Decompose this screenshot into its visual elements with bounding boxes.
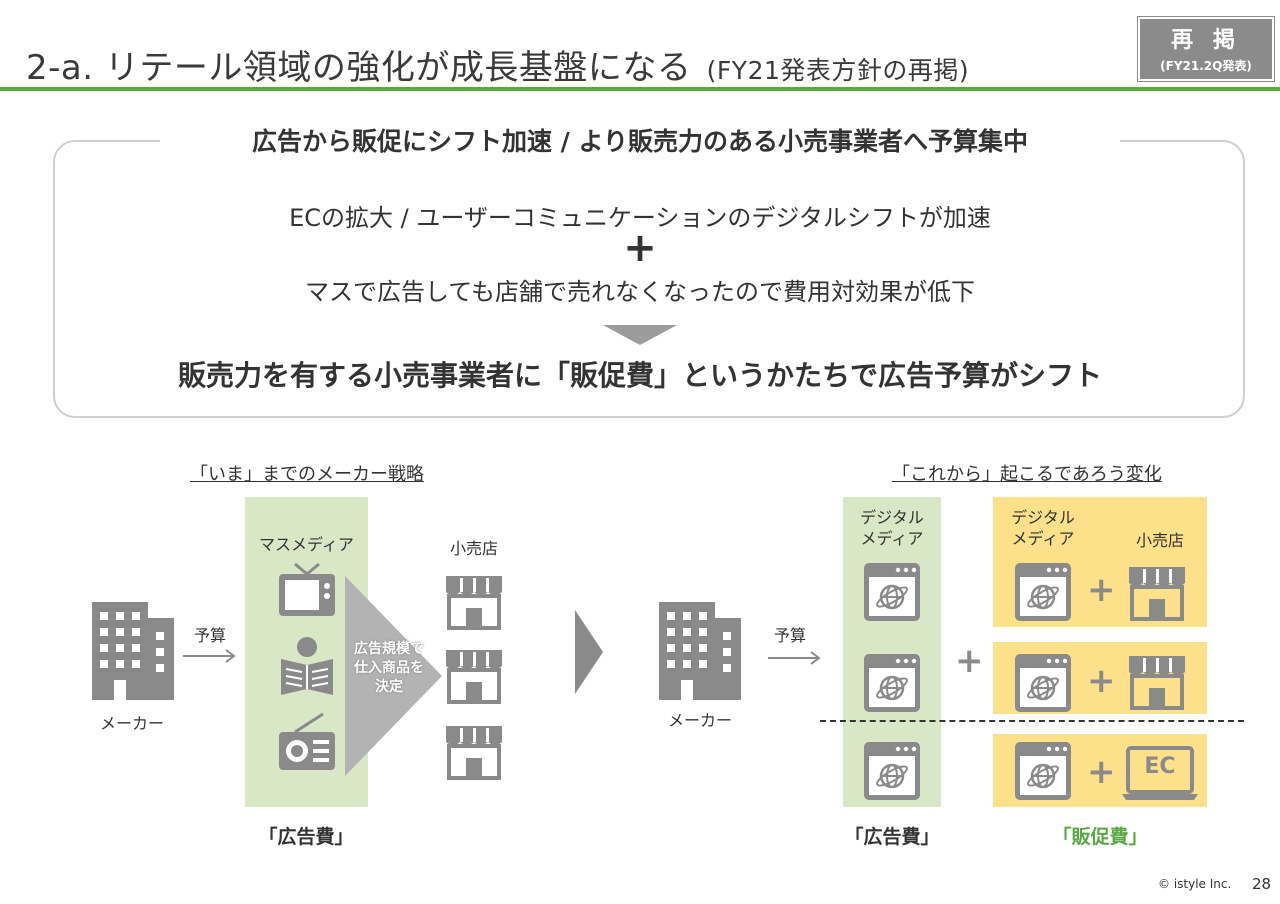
plus-sign: +	[1087, 752, 1116, 792]
right-store-label: 小売店	[1135, 531, 1184, 550]
web-browser-icon	[1013, 652, 1073, 718]
store-icon	[1127, 654, 1187, 714]
radio-icon	[277, 712, 337, 778]
building-icon	[88, 598, 178, 703]
digital-media-label-line-2: メディア	[860, 529, 924, 548]
dashed-divider	[820, 720, 1244, 722]
tv-icon	[277, 562, 337, 626]
left-maker-label: メーカー	[99, 714, 164, 733]
title-text: 2-a. リテール領域の強化が成長基盤になる	[26, 48, 692, 88]
store-icon	[444, 574, 504, 634]
left-ad-cost-label: 「広告費」	[258, 826, 354, 848]
digital-media-label: デジタル メディア	[843, 507, 941, 549]
promo-digital-media-line-2: メディア	[1011, 529, 1075, 548]
budget-arrow-icon	[183, 648, 238, 667]
left-diagram-label: 「いま」までのメーカー戦略	[190, 464, 424, 485]
right-diagram-label: 「これから」起こるであろう変化	[892, 464, 1162, 485]
plus-sign: +	[1087, 570, 1116, 610]
promo-cost-label: 「販促費」	[1052, 826, 1148, 848]
badge-main: 再 掲	[1171, 28, 1241, 53]
decision-line-1: 広告規模で	[354, 641, 424, 657]
store-icon	[444, 724, 504, 784]
summary-heading: 広告から販促にシフト加速 / より販売力のある小売事業者へ予算集中	[160, 122, 1120, 162]
decision-arrow-shape	[345, 576, 445, 780]
title-underline	[0, 87, 1280, 91]
right-budget-label: 予算	[773, 626, 806, 645]
web-browser-icon	[1013, 561, 1073, 627]
down-arrow-icon	[603, 325, 677, 345]
page-number: 28	[1252, 875, 1272, 893]
page-title: 2-a. リテール領域の強化が成長基盤になる (FY21発表方針の再掲)	[26, 40, 969, 89]
laptop-ec-icon: EC	[1122, 746, 1198, 802]
transition-arrow-icon	[575, 610, 605, 698]
left-budget-label: 予算	[193, 626, 226, 645]
republish-badge: 再 掲 (FY21.2Q発表)	[1138, 17, 1274, 81]
web-browser-icon	[862, 652, 922, 718]
digital-media-label-line-1: デジタル	[860, 508, 924, 527]
store-icon	[1127, 565, 1187, 625]
building-icon	[655, 598, 745, 703]
decision-line-2: 仕入商品を	[354, 660, 424, 676]
promo-digital-media-line-1: デジタル	[1011, 508, 1075, 527]
summary-line-1: ECの拡大 / ユーザーコミュニケーションのデジタルシフトが加速	[289, 204, 991, 232]
web-browser-icon	[862, 740, 922, 806]
ec-label: EC	[1144, 754, 1176, 779]
newspaper-reader-icon	[277, 635, 337, 701]
copyright: © istyle Inc.	[1158, 877, 1232, 891]
right-ad-cost-label: 「広告費」	[844, 826, 940, 848]
store-icon	[444, 648, 504, 708]
left-store-label: 小売店	[449, 539, 498, 558]
budget-arrow-icon	[768, 650, 823, 669]
promo-digital-media-label: デジタル メディア	[993, 507, 1093, 549]
column-plus-sign: +	[955, 641, 984, 681]
summary-line-2: マスで広告しても店舗で売れなくなったので費用対効果が低下	[304, 278, 976, 306]
mass-media-label: マスメディア	[259, 535, 354, 554]
plus-sign: +	[1087, 661, 1116, 701]
summary-conclusion: 販売力を有する小売事業者に「販促費」というかたちで広告予算がシフト	[177, 359, 1102, 392]
web-browser-icon	[862, 561, 922, 627]
title-subtitle: (FY21発表方針の再掲)	[706, 56, 970, 85]
summary-plus: +	[623, 225, 657, 271]
decision-line-3: 決定	[375, 679, 403, 695]
right-maker-label: メーカー	[667, 711, 732, 730]
decision-text: 広告規模で 仕入商品を 決定	[344, 640, 434, 697]
badge-sub: (FY21.2Q発表)	[1160, 59, 1252, 73]
web-browser-icon	[1013, 740, 1073, 806]
